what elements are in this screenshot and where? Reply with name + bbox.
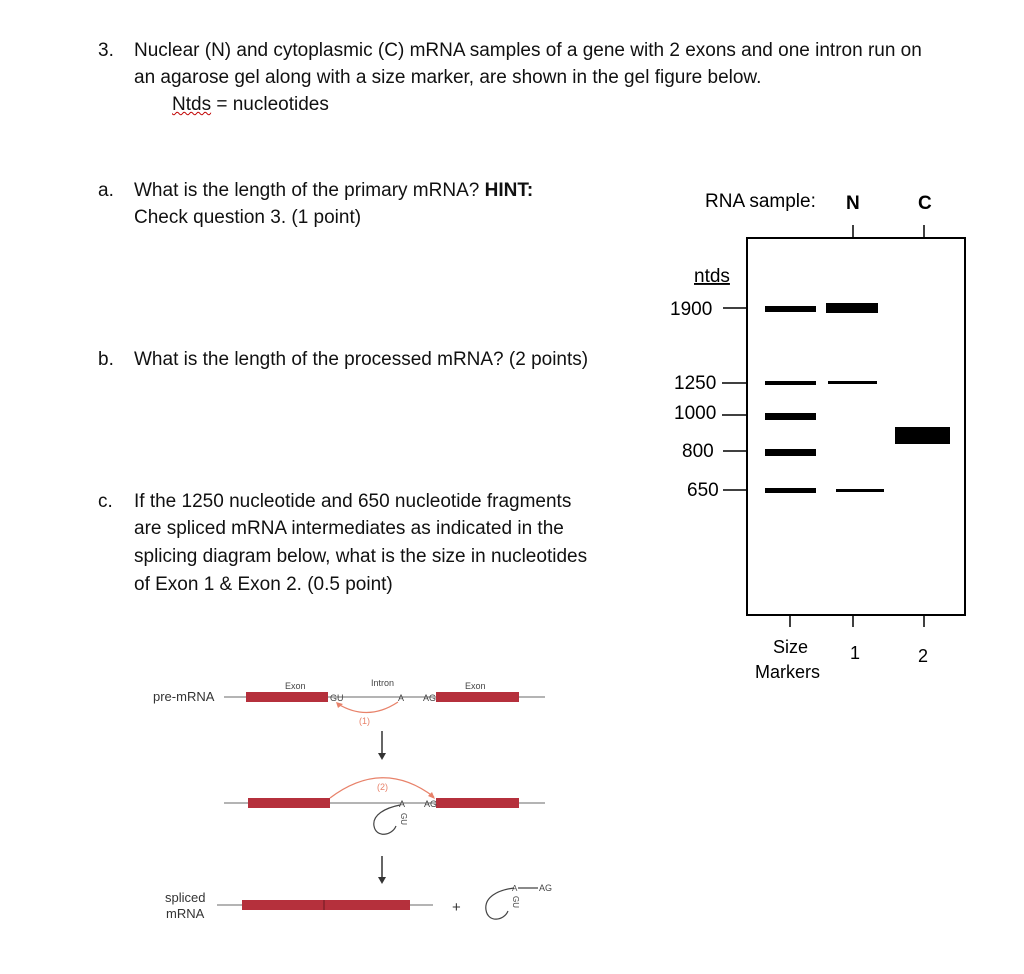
ag-label-1: AG (423, 693, 436, 703)
marker-band-800 (765, 449, 816, 456)
ag-label-2: AG (424, 799, 437, 809)
gel-box (746, 237, 966, 616)
branch-a-label-1: A (398, 693, 404, 703)
gel-axis-title: ntds (694, 266, 730, 287)
part-c-line-3: splicing diagram below, what is the size… (134, 546, 588, 567)
gu-label-3: GU (511, 896, 520, 908)
lane-n-band-1250 (828, 381, 877, 384)
part-b-label: b. (98, 349, 114, 370)
ntds-def-text: = nucleotides (211, 94, 329, 115)
spliced-exon-1 (242, 900, 324, 910)
intron-label: Intron (371, 678, 394, 688)
ag-label-3: AG (539, 883, 552, 893)
part-c-label: c. (98, 491, 113, 512)
marker-band-650 (765, 488, 816, 493)
marker-label-800: 800 (682, 441, 714, 462)
part-a-line-2: Check question 3. (1 point) (134, 207, 362, 228)
marker-label-1000: 1000 (674, 403, 716, 424)
lane-n-band-1900 (826, 303, 878, 313)
spliced-label-1: spliced (165, 890, 205, 905)
marker-band-1900 (765, 306, 816, 312)
part-a-line-1: What is the length of the primary mRNA? … (134, 177, 533, 204)
lariat-loop-2 (485, 887, 515, 920)
part-c-line-4: of Exon 1 & Exon 2. (0.5 point) (134, 574, 393, 595)
gel-lane-n-label: N (846, 193, 860, 214)
step-1-label: (1) (359, 716, 370, 726)
exon-1-block-step2 (248, 798, 330, 808)
lane-c-band (895, 427, 950, 444)
marker-label-1900: 1900 (670, 299, 712, 320)
part-b-line-1: What is the length of the processed mRNA… (134, 349, 589, 370)
size-label-1: Size (773, 637, 808, 657)
marker-label-1250: 1250 (674, 373, 716, 394)
gu-label-1: GU (330, 693, 344, 703)
lariat-loop-1 (373, 804, 401, 835)
part-a-hint: HINT: (484, 180, 534, 201)
part-a-label: a. (98, 180, 114, 201)
exon-1-label: Exon (285, 681, 306, 691)
part-c-line-1: If the 1250 nucleotide and 650 nucleotid… (134, 491, 572, 512)
gel-sample-label: RNA sample: (705, 191, 816, 212)
gu-label-2: GU (399, 813, 408, 825)
ntds-word: Ntds (172, 94, 212, 115)
question-line-2: an agarose gel along with a size marker,… (134, 67, 762, 88)
lane-n-band-650 (836, 489, 884, 492)
question-number: 3. (98, 40, 114, 61)
marker-band-1250 (765, 381, 816, 385)
plus-sign: + (452, 899, 461, 916)
gel-lane-c-label: C (918, 193, 932, 214)
lane-number-1: 1 (850, 643, 860, 663)
marker-band-1000 (765, 413, 816, 420)
ntds-definition: Ntds = nucleotides (172, 91, 329, 118)
exon-2-label: Exon (465, 681, 486, 691)
size-label-2: Markers (755, 662, 820, 682)
part-a-text: What is the length of the primary mRNA? (134, 180, 485, 201)
exon-1-block (246, 692, 328, 702)
question-line-1: Nuclear (N) and cytoplasmic (C) mRNA sam… (134, 40, 922, 61)
spliced-label-2: mRNA (166, 906, 205, 921)
part-c-line-2: are spliced mRNA intermediates as indica… (134, 518, 564, 539)
marker-label-650: 650 (687, 480, 719, 501)
lane-number-2: 2 (918, 646, 928, 666)
branch-a-label-3: A (512, 884, 518, 893)
step-2-label: (2) (377, 782, 388, 792)
spliced-exon-2 (324, 900, 410, 910)
pre-mrna-label: pre-mRNA (153, 689, 215, 704)
exon-2-block-step2 (436, 798, 519, 808)
branch-a-label-2: A (399, 799, 405, 809)
exon-2-block (436, 692, 519, 702)
